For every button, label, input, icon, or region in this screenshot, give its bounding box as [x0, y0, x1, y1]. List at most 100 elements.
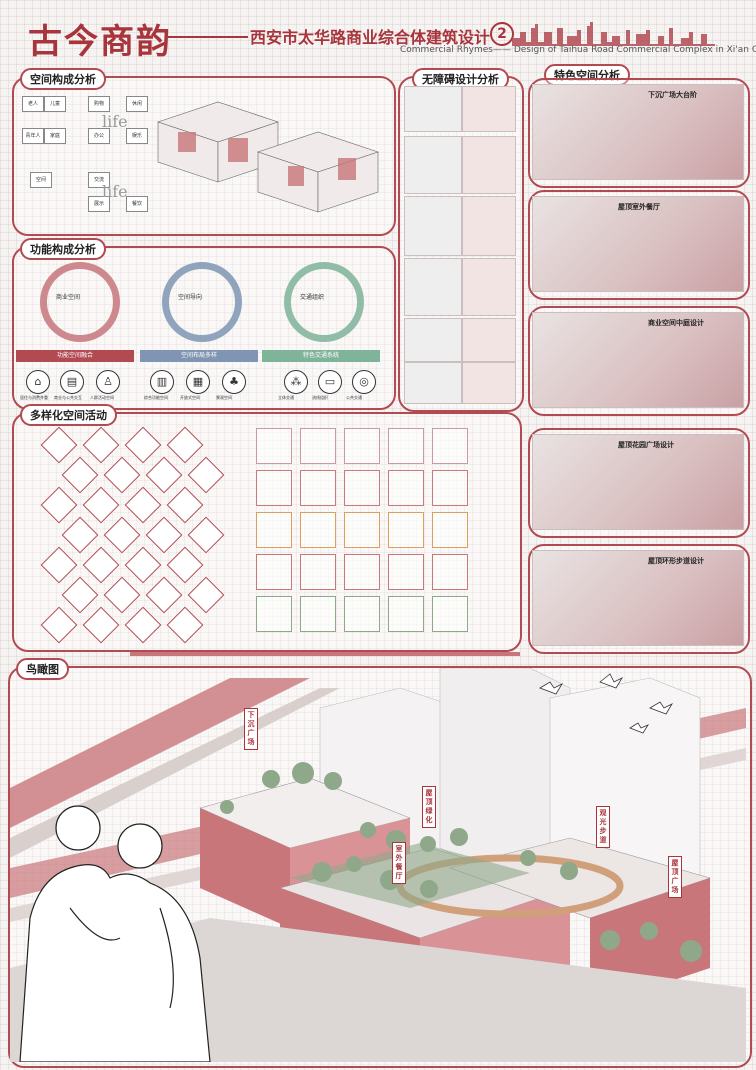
sheet-number: 2: [490, 22, 514, 46]
space-box-label: 娱乐: [126, 128, 148, 144]
building-icon: ▥: [150, 370, 174, 394]
book-icon: ▭: [318, 370, 342, 394]
icon-label: 立体交通: [278, 395, 294, 400]
feature-image: [532, 84, 744, 180]
activity-cube: [344, 470, 380, 506]
function-tag: 功能构成分析: [20, 238, 106, 260]
activity-cube: [432, 596, 468, 632]
title-divider: [168, 36, 248, 38]
feature-image: [532, 434, 744, 530]
activity-cube: [432, 512, 468, 548]
accessible-sketch: [404, 86, 462, 132]
aerial-label: 室外餐厅: [392, 842, 406, 884]
life-word: life: [102, 112, 128, 131]
activity-cube: [388, 554, 424, 590]
tree-icon: ♣: [222, 370, 246, 394]
roof-tree: [520, 850, 536, 866]
activity-cube: [344, 554, 380, 590]
isometric-model: [148, 92, 386, 228]
roof-tree: [560, 862, 578, 880]
function-ring: [284, 262, 364, 342]
icon-label: 人群活动空间: [90, 395, 114, 400]
icon-label: 商业与公共交互: [54, 395, 82, 400]
activity-cube: [432, 470, 468, 506]
activity-cube: [344, 596, 380, 632]
poster-subtitle-en: Commercial Rhymes—— Design of Taihua Roa…: [400, 45, 756, 55]
roof-tree: [292, 762, 314, 784]
transit-icon: ◎: [352, 370, 376, 394]
ring-center-label: 商业空间: [56, 294, 81, 301]
roof-tree: [640, 922, 658, 940]
grid-icon: ▦: [186, 370, 210, 394]
icon-label: 居住与消费并重: [20, 395, 48, 400]
accessible-sketch: [462, 258, 516, 316]
activity-cube: [432, 428, 468, 464]
timeline-rail: [130, 652, 520, 656]
feature-label: 下沉广场大台阶: [648, 91, 697, 99]
shop-icon: ▤: [60, 370, 84, 394]
space-box-label: 儿童: [44, 96, 66, 112]
roof-tree: [600, 930, 620, 950]
space-box-label: 休闲: [126, 96, 148, 112]
activity-cube: [300, 428, 336, 464]
feature-label: 屋顶环形步道设计: [648, 557, 704, 565]
roof-tree: [450, 828, 468, 846]
skyline-graphic: [512, 22, 715, 46]
activity-cube: [256, 554, 292, 590]
activity-cube: [344, 428, 380, 464]
space-box-label: 购物: [88, 96, 110, 112]
activity-cube: [300, 512, 336, 548]
activity-cube: [256, 596, 292, 632]
poster-subtitle: 西安市太华路商业综合体建筑设计: [250, 28, 491, 47]
feature-image: [532, 550, 744, 646]
space-box-label: 青年人: [22, 128, 44, 144]
roof-tree: [680, 940, 702, 962]
activity-cube: [256, 512, 292, 548]
activity-cube: [256, 428, 292, 464]
space-box-label: 老人: [22, 96, 44, 112]
roof-tree: [420, 836, 436, 852]
accessible-sketch: [462, 196, 516, 256]
aerial-label: 下沉广场: [244, 708, 258, 750]
space-box-label: 空间: [30, 172, 52, 188]
activity-cube: [388, 470, 424, 506]
accessible-sketch: [462, 318, 516, 362]
space-box-label: 展示: [88, 196, 110, 212]
activity-cube: [256, 470, 292, 506]
activity-cube: [300, 470, 336, 506]
function-bar-label: 功能空间融合: [16, 350, 134, 362]
home-icon: ⌂: [26, 370, 50, 394]
aerial-illustration: [10, 668, 746, 1062]
icon-label: 景观空间: [216, 395, 232, 400]
function-ring: [162, 262, 242, 342]
accessible-sketch: [404, 196, 462, 256]
accessible-sketch: [404, 136, 462, 194]
icon-label: 开放式空间: [180, 395, 200, 400]
feature-label: 屋顶花园广场设计: [618, 441, 674, 449]
accessible-sketch: [404, 258, 462, 316]
activity-cube: [388, 512, 424, 548]
space-analysis-tag: 空间构成分析: [20, 68, 106, 90]
activity-cube: [344, 512, 380, 548]
space-box-label: 办公: [88, 128, 110, 144]
accessible-sketch: [462, 86, 516, 132]
function-bar-label: 空间布局多样: [140, 350, 258, 362]
activity-cube: [300, 554, 336, 590]
accessible-sketch: [404, 318, 462, 362]
function-bar-label: 特色交通系统: [262, 350, 380, 362]
activity-tag: 多样化空间活动: [20, 404, 117, 426]
accessible-sketch: [462, 362, 516, 404]
roof-tree: [360, 822, 376, 838]
network-icon: ⁂: [284, 370, 308, 394]
feature-label: 商业空间中庭设计: [648, 319, 704, 327]
activity-cube: [388, 596, 424, 632]
roof-tree: [220, 800, 234, 814]
aerial-tag: 鸟瞰图: [16, 658, 69, 680]
accessible-sketch: [462, 136, 516, 194]
icon-label: 流线组织: [312, 395, 328, 400]
accessible-sketch: [404, 362, 462, 404]
space-box-label: 交流: [88, 172, 110, 188]
space-box-label: 家庭: [44, 128, 66, 144]
feature-image: [532, 312, 744, 408]
life-word: life: [102, 182, 128, 201]
